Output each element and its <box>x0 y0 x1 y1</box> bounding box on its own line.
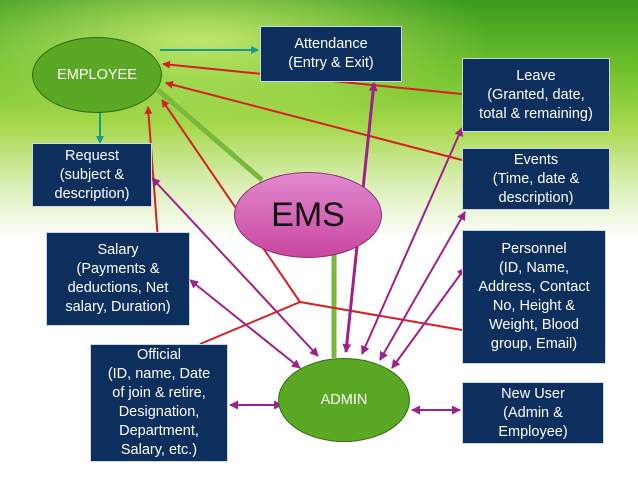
employee-label: EMPLOYEE <box>57 67 137 83</box>
edge-events-employee <box>165 80 463 161</box>
ems-node: EMS <box>234 172 382 258</box>
salary-box: Salary (Payments & deductions, Net salar… <box>46 232 190 326</box>
employee-node: EMPLOYEE <box>32 37 162 113</box>
edge-personnel-admin <box>391 267 466 369</box>
edge-official-employee <box>199 301 301 345</box>
events-text: Events (Time, date & description) <box>492 151 580 206</box>
personnel-box: Personnel (ID, Name, Address, Contact No… <box>462 230 606 364</box>
admin-label: ADMIN <box>320 392 368 408</box>
events-box: Events (Time, date & description) <box>462 148 610 210</box>
attendance-text: Attendance (Entry & Exit) <box>288 36 374 71</box>
request-box: Request (subject & description) <box>32 143 152 207</box>
official-box: Official (ID, name, Date of join & retir… <box>90 344 228 462</box>
personnel-text: Personnel (ID, Name, Address, Contact No… <box>478 241 590 352</box>
request-text: Request (subject & description) <box>54 147 130 202</box>
admin-node: ADMIN <box>278 358 410 442</box>
leave-text: Leave (Granted, date, total & remaining) <box>479 67 593 122</box>
attendance-box: Attendance (Entry & Exit) <box>260 26 402 82</box>
edge-salary-admin <box>189 279 301 369</box>
official-text: Official (ID, name, Date of join & retir… <box>107 347 211 458</box>
edge-leave-admin <box>361 127 463 355</box>
ems-label: EMS <box>271 195 345 234</box>
leave-box: Leave (Granted, date, total & remaining) <box>462 58 610 132</box>
new-user-box: New User (Admin & Employee) <box>462 382 604 444</box>
new-user-text: New User (Admin & Employee) <box>498 385 568 440</box>
salary-text: Salary (Payments & deductions, Net salar… <box>65 242 171 315</box>
edge-employee-ems <box>156 88 264 182</box>
